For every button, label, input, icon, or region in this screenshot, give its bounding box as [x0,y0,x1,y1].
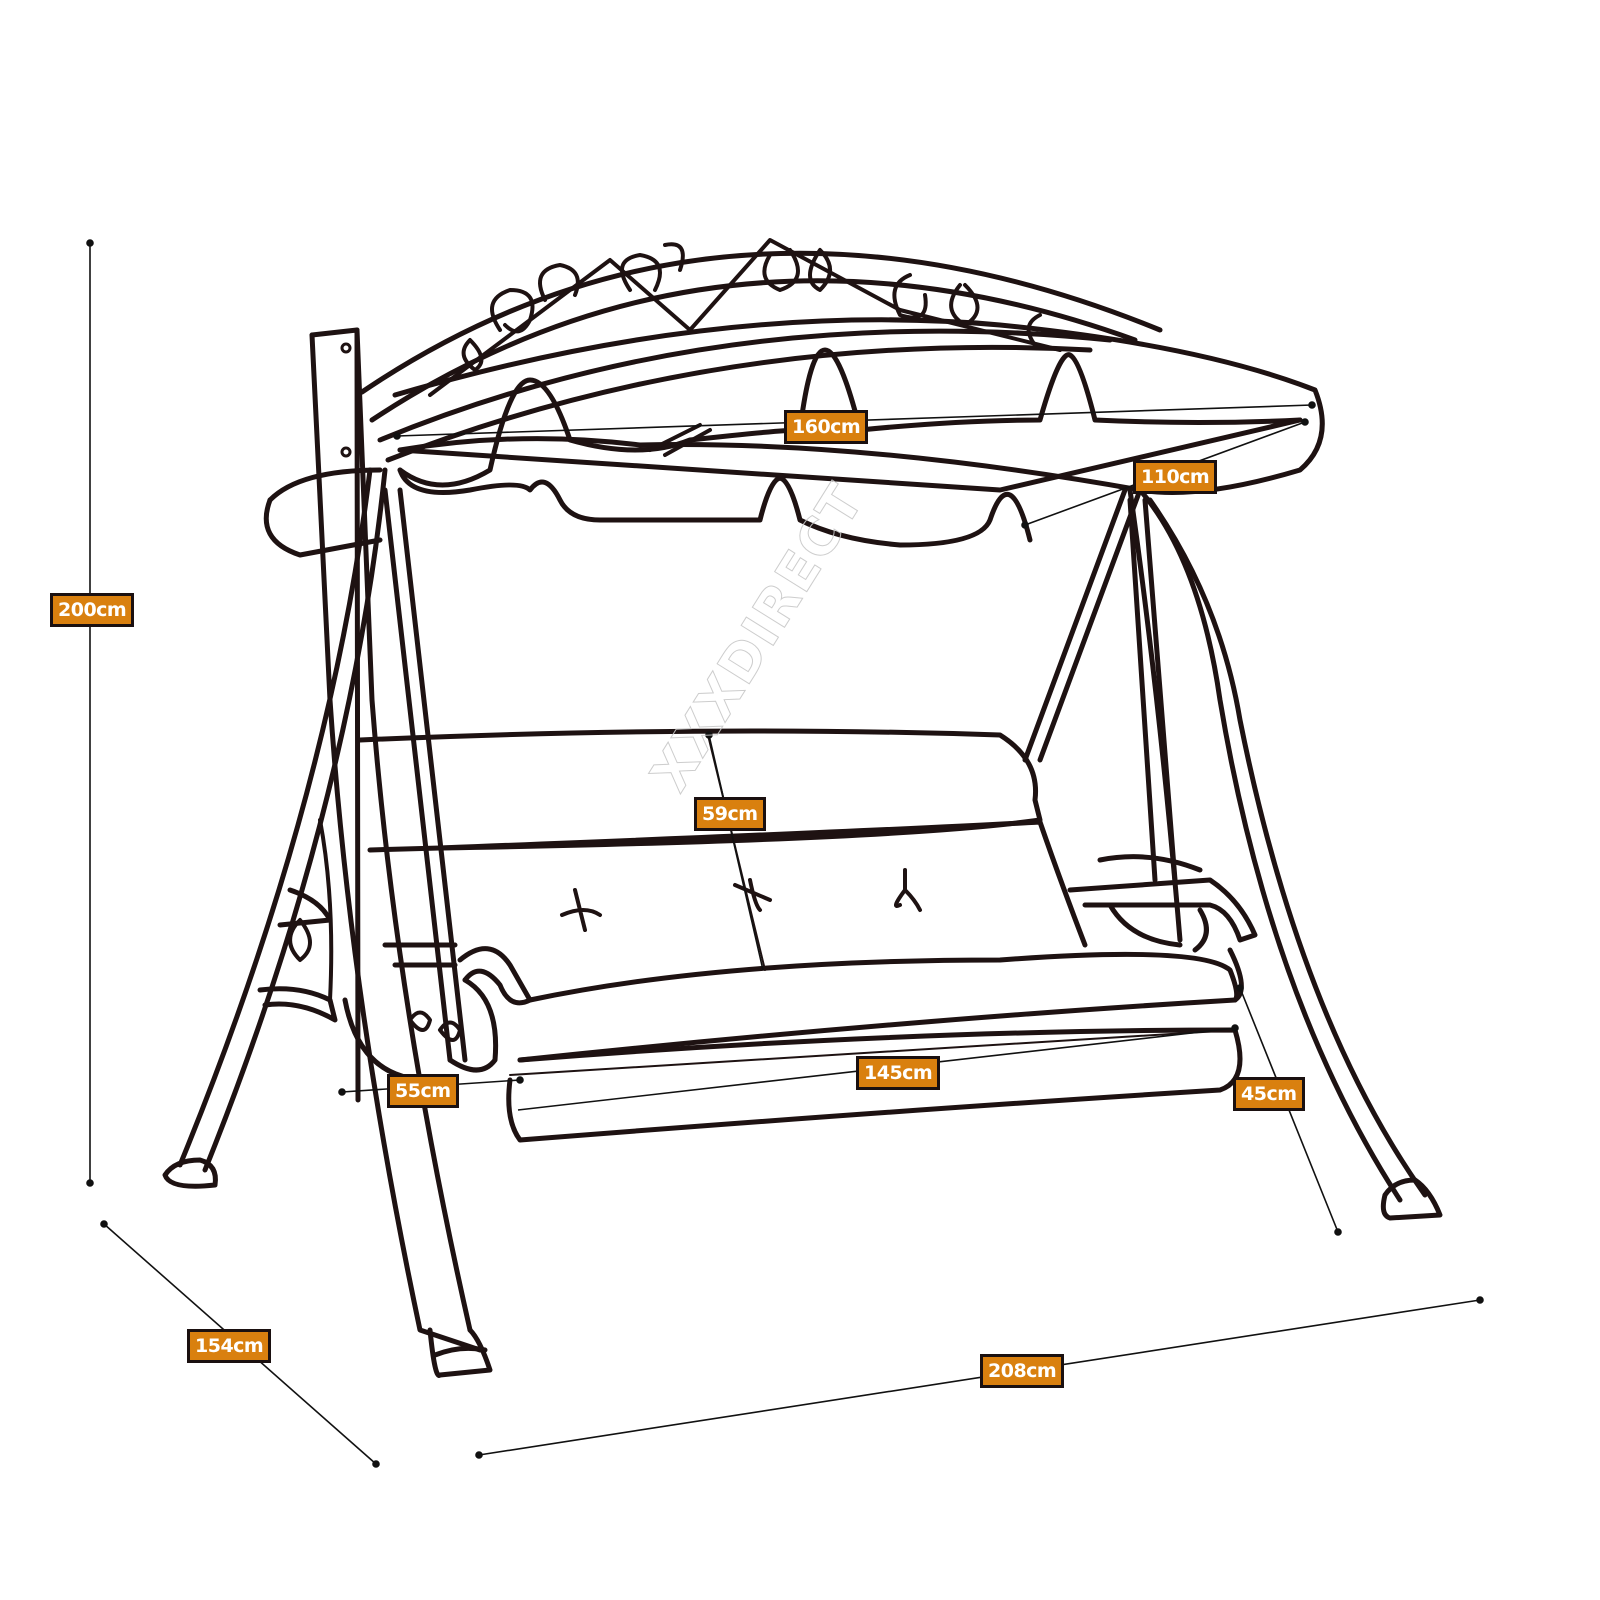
dimension-label-overall-depth: 154cm [187,1329,272,1363]
canopy [263,317,1325,558]
backrest-cushion [357,728,1088,971]
canopy-arch-frame [359,238,1163,463]
dimension-label-overall-width: 208cm [980,1354,1065,1388]
dimension-label-canopy-depth: 110cm [1133,460,1218,494]
dimension-label-seat-height: 45cm [1233,1077,1305,1111]
left-rear-leg [162,467,388,1189]
seat-cushion [506,951,1243,1143]
right-armrest [1067,854,1258,1003]
left-front-post [309,327,493,1378]
dimension-label-seat-width: 145cm [856,1056,941,1090]
right-legs [1022,487,1443,1221]
dimension-label-canopy-length: 160cm [784,410,869,444]
dimension-label-overall-height: 200cm [50,593,135,627]
dimension-label-seat-depth: 55cm [387,1074,459,1108]
dimension-label-backrest-height: 59cm [694,797,766,831]
left-armrest [342,942,533,1083]
left-side-panel [257,818,338,1023]
